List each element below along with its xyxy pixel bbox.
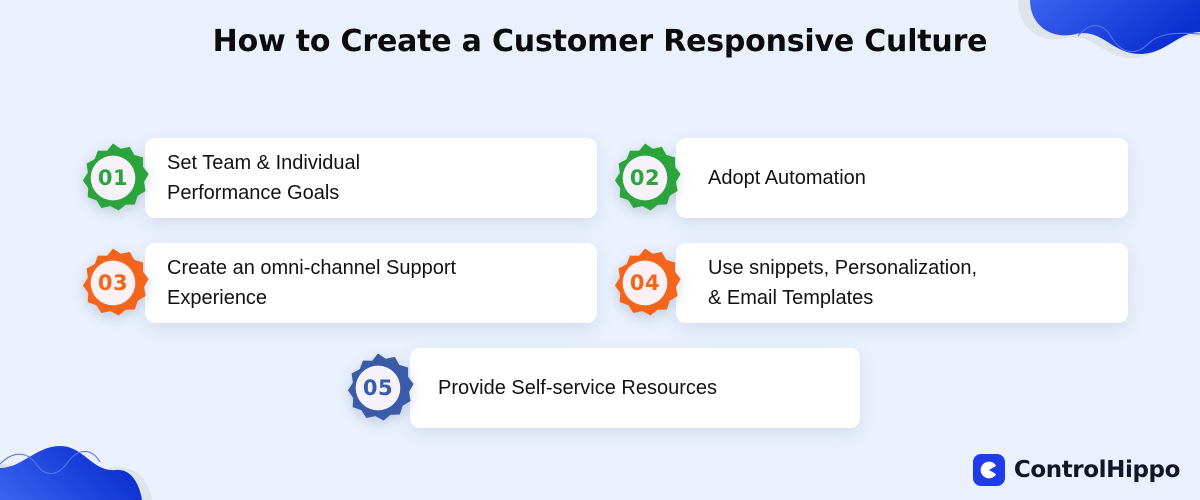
- step-card-03: Create an omni-channel Support Experienc…: [145, 243, 597, 323]
- step-badge-02: 02: [609, 142, 681, 214]
- step-card-02: Adopt Automation: [676, 138, 1128, 218]
- step-badge-03: 03: [77, 247, 149, 319]
- step-number-04: 04: [629, 271, 661, 295]
- blob-shadow-shape: [0, 464, 152, 500]
- step-number-02: 02: [629, 166, 661, 190]
- step-number-03: 03: [97, 271, 129, 295]
- brand-name: ControlHippo: [1013, 457, 1181, 483]
- step-label-02: Adopt Automation: [708, 167, 866, 189]
- step-label-04: Use snippets, Personalization, & Email T…: [708, 257, 978, 309]
- step-number-01: 01: [97, 166, 129, 190]
- brand-logo: ControlHippo: [972, 454, 1181, 486]
- scalloped-badge-icon: [347, 353, 414, 421]
- decorative-blob-bottom-left: [0, 420, 200, 500]
- scalloped-badge-icon: [614, 143, 681, 211]
- step-label-05: Provide Self-service Resources: [438, 377, 717, 399]
- controlhippo-mark-icon: [972, 454, 1005, 486]
- step-card-04: Use snippets, Personalization, & Email T…: [676, 243, 1128, 323]
- scalloped-badge-icon: [82, 248, 149, 316]
- scalloped-badge-icon: [614, 248, 681, 316]
- step-number-05: 05: [362, 376, 394, 400]
- step-card-05: Provide Self-service Resources: [410, 348, 860, 428]
- step-badge-01: 01: [77, 142, 149, 214]
- step-label-01: Set Team & Individual Performance Goals: [167, 152, 361, 204]
- blob-outline-wave: [0, 450, 101, 475]
- step-badge-05: 05: [342, 352, 414, 424]
- blob-main-shape: [0, 446, 142, 500]
- step-badge-04: 04: [609, 247, 681, 319]
- step-card-01: Set Team & Individual Performance Goals: [145, 138, 597, 218]
- step-label-03: Create an omni-channel Support Experienc…: [167, 257, 457, 309]
- scalloped-badge-icon: [82, 143, 149, 211]
- page-title: How to Create a Customer Responsive Cult…: [212, 24, 988, 59]
